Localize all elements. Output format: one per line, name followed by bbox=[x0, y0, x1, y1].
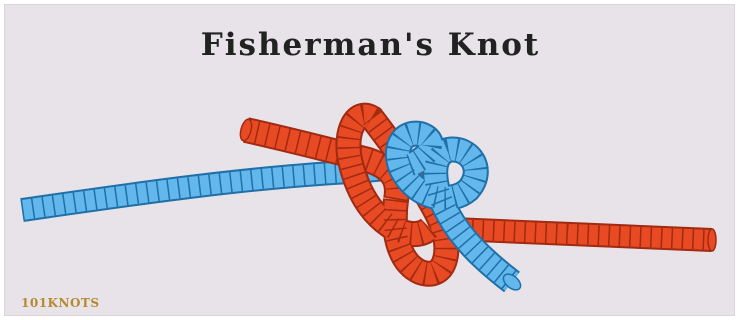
brand-logo: 101KNOTS bbox=[21, 296, 100, 310]
red-rope-end-cap bbox=[708, 229, 716, 251]
